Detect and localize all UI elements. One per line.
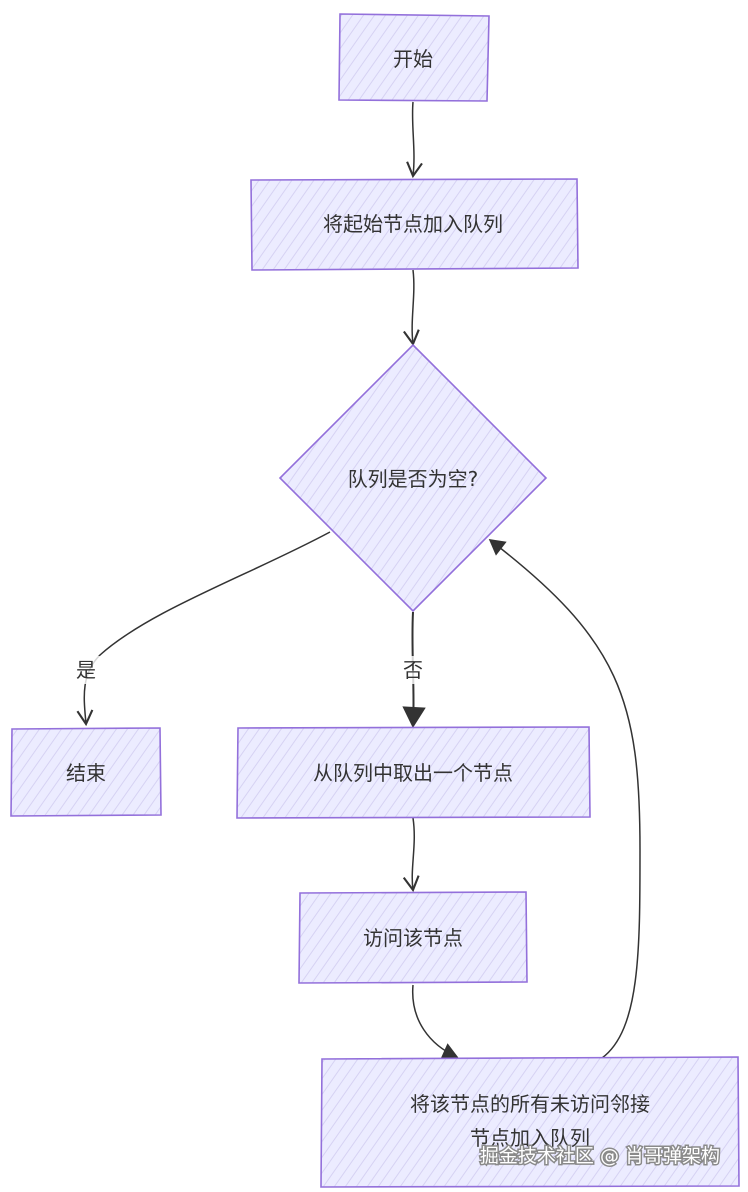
node-visit: 访问该节点 xyxy=(298,891,528,984)
edge-label-no-bg xyxy=(399,656,427,684)
edge-check-to-end xyxy=(76,531,331,727)
node-start-label: 开始 xyxy=(393,47,433,71)
node-enqueue-neighbors: 将该节点的所有未访问邻接 节点加入队列 xyxy=(320,1056,740,1188)
node-is-empty-decision: 队列是否为空? xyxy=(278,343,548,613)
watermark: 掘金技术社区 @ 肖哥弹架构 xyxy=(480,1145,720,1167)
node-enqueue-neighbors-label-line1: 将该节点的所有未访问邻接 xyxy=(410,1092,650,1116)
node-enqueue-start-label: 将起始节点加入队列 xyxy=(323,212,503,236)
node-end: 结束 xyxy=(10,727,162,817)
edge-label-no: 否 xyxy=(403,658,423,682)
node-dequeue: 从队列中取出一个节点 xyxy=(236,726,591,819)
edge-label-yes: 是 xyxy=(76,658,96,682)
edge-enqueue-to-check xyxy=(403,269,420,347)
edge-neighbors-to-check xyxy=(488,539,641,1059)
edge-visit-to-neighbors xyxy=(412,984,459,1060)
node-dequeue-label: 从队列中取出一个节点 xyxy=(313,761,513,785)
edge-label-yes-bg xyxy=(72,656,100,684)
node-enqueue-neighbors-label-line2: 节点加入队列 xyxy=(470,1126,590,1150)
edge-start-to-enqueue xyxy=(406,101,423,179)
edge-dequeue-to-visit xyxy=(402,817,420,893)
node-end-label: 结束 xyxy=(66,761,106,785)
node-enqueue-start: 将起始节点加入队列 xyxy=(250,178,579,271)
node-visit-label: 访问该节点 xyxy=(363,926,463,950)
node-is-empty-label: 队列是否为空? xyxy=(348,467,479,491)
node-start: 开始 xyxy=(338,13,490,102)
